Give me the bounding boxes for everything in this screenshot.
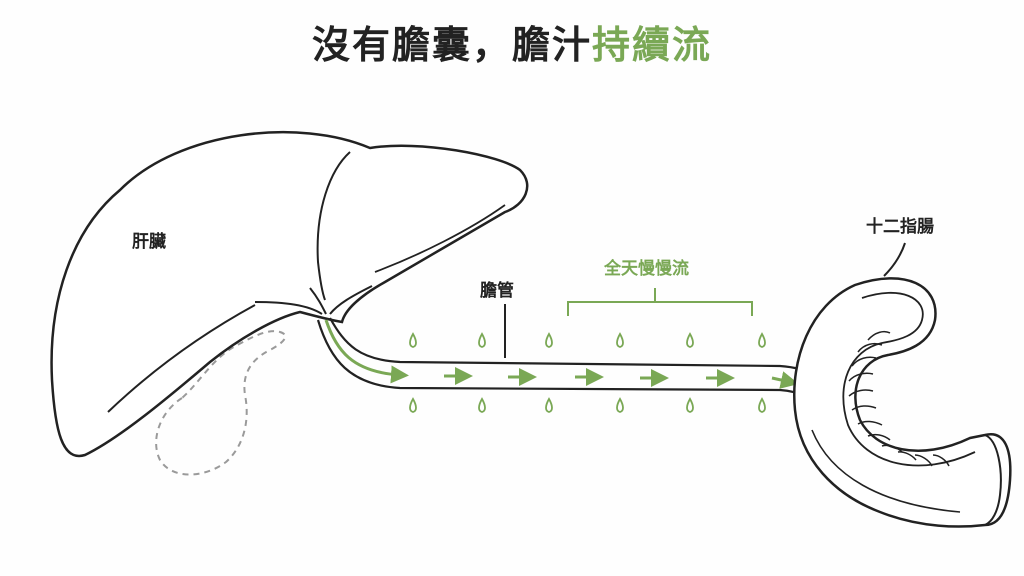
duodenum-leader-line	[883, 242, 906, 277]
label-bile-duct: 膽管	[480, 280, 514, 301]
droplet-icon	[545, 397, 553, 413]
label-duodenum: 十二指腸	[866, 216, 934, 237]
title-main: 沒有膽囊，膽汁	[311, 23, 592, 67]
duodenum-inner	[842, 291, 976, 467]
duodenum	[793, 277, 1012, 528]
droplet-icon	[478, 397, 486, 413]
label-liver: 肝臟	[132, 231, 166, 252]
duodenum-outer	[793, 277, 1012, 528]
liver-outline	[50, 130, 529, 458]
droplet-icon	[686, 332, 694, 348]
bile-flow-line	[324, 319, 409, 384]
page-title: 沒有膽囊，膽汁持續流	[0, 14, 1024, 69]
hepatic-duct-branch-mid	[309, 287, 327, 315]
duodenum-end-cap	[984, 434, 1002, 526]
flow-note-bracket	[567, 288, 753, 316]
droplet-icon	[409, 397, 417, 413]
droplet-icon	[545, 332, 553, 348]
droplet-icon	[478, 332, 486, 348]
removed-gallbladder-outline	[155, 330, 287, 476]
flow-arrow	[771, 371, 799, 389]
bile-duct-top-wall	[329, 317, 840, 399]
liver-lower-edge	[107, 304, 256, 413]
liver-lobe-line	[316, 151, 351, 301]
droplet-icon	[409, 332, 417, 348]
label-flow-note: 全天慢慢流	[603, 258, 689, 279]
droplet-icon	[758, 332, 766, 348]
bile-droplets	[409, 332, 766, 413]
droplet-icon	[686, 397, 694, 413]
droplet-icon	[616, 397, 624, 413]
duodenum-lower-line	[811, 429, 961, 513]
droplet-icon	[616, 332, 624, 348]
title-highlight: 持續流	[592, 23, 713, 67]
hepatic-duct-branch-left	[254, 301, 323, 315]
liver-right-crease	[374, 204, 506, 273]
flow-arrows	[444, 367, 834, 417]
hepatic-duct-branch-right	[329, 285, 373, 315]
droplet-icon	[758, 397, 766, 413]
duodenum-folds	[848, 330, 950, 467]
